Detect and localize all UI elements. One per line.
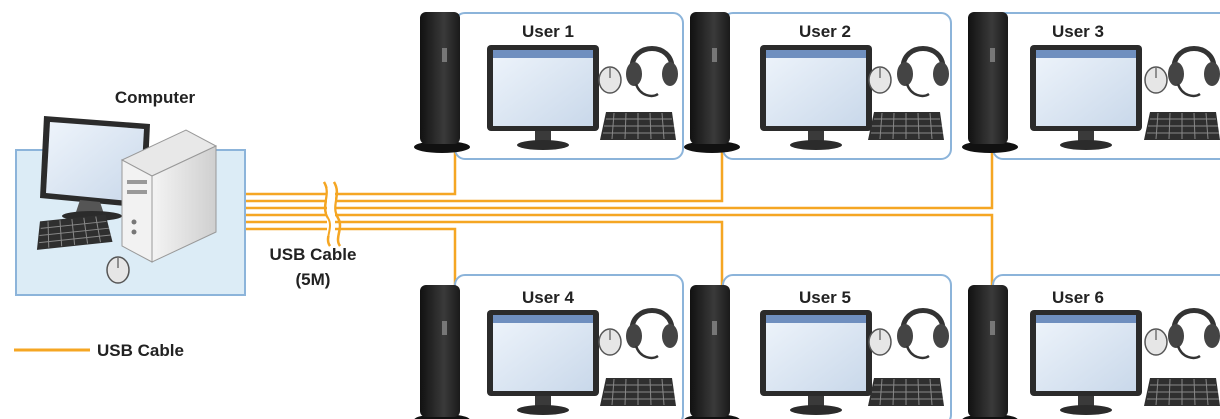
user-label: User 1 — [522, 22, 574, 41]
user-station-5: User 5 — [684, 274, 952, 419]
legend: USB Cable — [14, 341, 184, 360]
cable-user-3 — [216, 150, 994, 210]
cable-user-6 — [216, 213, 994, 300]
cable-user-4 — [216, 227, 457, 300]
keyboard-icon — [1143, 377, 1220, 407]
mouse-icon — [1144, 66, 1168, 94]
mouse-icon — [598, 66, 622, 94]
mouse-icon — [868, 328, 892, 356]
computer-label: Computer — [115, 88, 196, 107]
cable-user-2 — [216, 150, 724, 203]
cable-label-line1: USB Cable — [270, 245, 357, 264]
user-label: User 3 — [1052, 22, 1104, 41]
keyboard-icon — [599, 111, 677, 141]
user-label: User 2 — [799, 22, 851, 41]
user-station-2: User 2 — [684, 12, 952, 160]
user-label: User 4 — [522, 288, 575, 307]
cable-label-line2: (5M) — [296, 270, 331, 289]
keyboard-icon — [867, 377, 945, 407]
keyboard-icon — [1143, 111, 1220, 141]
user-station-3: User 3 — [962, 12, 1220, 160]
computer-mouse-icon — [106, 256, 130, 284]
cable-break-gap — [327, 188, 335, 236]
keyboard-icon — [599, 377, 677, 407]
usb-cable-bundle — [216, 150, 994, 300]
keyboard-icon — [867, 111, 945, 141]
user-station-4: User 4 — [414, 274, 684, 419]
user-label: User 5 — [799, 288, 851, 307]
computer-station: Computer — [15, 88, 246, 296]
computer-tower-icon — [120, 129, 218, 263]
user-station-1: User 1 — [414, 12, 684, 160]
cable-user-1 — [216, 150, 457, 196]
legend-label: USB Cable — [97, 341, 184, 360]
mouse-icon — [868, 66, 892, 94]
cable-user-5 — [216, 220, 724, 300]
user-label: User 6 — [1052, 288, 1104, 307]
user-station-6: User 6 — [962, 274, 1220, 419]
mouse-icon — [598, 328, 622, 356]
mouse-icon — [1144, 328, 1168, 356]
